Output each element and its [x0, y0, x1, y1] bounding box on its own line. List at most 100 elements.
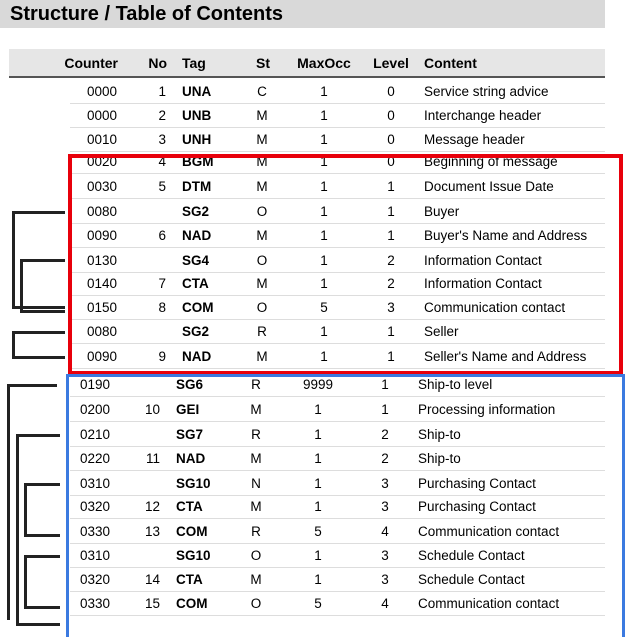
- row-separator: [70, 272, 605, 273]
- row-1-maxocc: 1: [320, 84, 328, 99]
- row-12-maxocc: 1: [320, 349, 328, 364]
- row-14-level: 1: [381, 402, 389, 417]
- row-15-maxocc: 1: [314, 427, 322, 442]
- row-2-maxocc: 1: [320, 108, 328, 123]
- page-title: Structure / Table of Contents: [10, 3, 283, 25]
- row-18-maxocc: 1: [314, 499, 322, 514]
- row-13-content: Ship-to level: [418, 377, 493, 392]
- row-4-no: 4: [158, 154, 166, 169]
- row-16-st: M: [250, 451, 262, 466]
- group-bracket-sg6-top: [7, 384, 57, 387]
- row-15-tag: SG7: [176, 427, 204, 442]
- row-9-content: Information Contact: [424, 276, 542, 291]
- row-6-maxocc: 1: [320, 204, 328, 219]
- row-12-level: 1: [387, 349, 395, 364]
- row-17-maxocc: 1: [314, 476, 322, 491]
- row-11-maxocc: 1: [320, 324, 328, 339]
- row-separator: [70, 368, 605, 369]
- row-4-maxocc: 1: [320, 154, 328, 169]
- row-10-no: 8: [158, 300, 166, 315]
- row-19-level: 4: [381, 524, 389, 539]
- row-3-maxocc: 1: [320, 132, 328, 147]
- row-12-tag: NAD: [182, 349, 212, 364]
- row-20-level: 3: [381, 548, 389, 563]
- row-14-st: M: [250, 402, 262, 417]
- row-separator: [70, 223, 605, 224]
- row-7-no: 6: [158, 228, 166, 243]
- row-21-st: M: [250, 572, 262, 587]
- row-separator: [70, 567, 605, 568]
- row-separator: [70, 396, 605, 397]
- row-18-level: 3: [381, 499, 389, 514]
- row-8-maxocc: 1: [320, 253, 328, 268]
- group-bracket-sg10-purchasing: [24, 483, 60, 537]
- group-bracket-sg4: [20, 259, 65, 313]
- row-16-no: 11: [145, 451, 160, 466]
- row-21-counter: 0320: [80, 572, 111, 587]
- row-separator: [70, 518, 605, 519]
- row-3-counter: 0010: [87, 132, 118, 147]
- row-8-level: 2: [387, 253, 395, 268]
- row-2-st: M: [256, 108, 268, 123]
- row-17-counter: 0310: [80, 476, 111, 491]
- row-13-level: 1: [381, 377, 389, 392]
- row-5-st: M: [256, 179, 268, 194]
- row-19-tag: COM: [176, 524, 208, 539]
- row-10-st: O: [256, 300, 268, 315]
- row-3-no: 3: [158, 132, 166, 147]
- row-22-content: Communication contact: [418, 596, 560, 611]
- row-21-no: 14: [144, 572, 160, 587]
- row-6-counter: 0080: [87, 204, 118, 219]
- row-19-no: 13: [144, 524, 160, 539]
- row-12-content: Seller's Name and Address: [424, 349, 587, 364]
- row-15-st: R: [251, 427, 261, 442]
- row-1-no: 1: [158, 84, 166, 99]
- row-21-content: Schedule Contact: [418, 572, 525, 587]
- row-3-content: Message header: [424, 132, 525, 147]
- group-bracket-sg2-seller: [12, 331, 65, 359]
- row-9-level: 2: [387, 276, 395, 291]
- column-header-level: Level: [373, 55, 409, 71]
- highlight-box-blue: [66, 374, 625, 637]
- row-separator: [70, 198, 605, 199]
- row-5-maxocc: 1: [320, 179, 328, 194]
- row-separator: [70, 495, 605, 496]
- row-separator: [70, 319, 605, 320]
- row-separator: [70, 295, 605, 296]
- column-header-content: Content: [424, 55, 477, 71]
- row-10-tag: COM: [182, 300, 214, 315]
- row-12-counter: 0090: [87, 349, 118, 364]
- row-2-no: 2: [158, 108, 166, 123]
- row-13-maxocc: 9999: [302, 377, 334, 392]
- row-10-level: 3: [387, 300, 395, 315]
- row-separator: [70, 127, 605, 128]
- row-16-counter: 0220: [80, 451, 111, 466]
- row-22-maxocc: 5: [314, 596, 322, 611]
- row-1-counter: 0000: [87, 84, 118, 99]
- row-10-maxocc: 5: [320, 300, 328, 315]
- row-11-counter: 0080: [87, 324, 118, 339]
- row-9-counter: 0140: [87, 276, 118, 291]
- row-15-content: Ship-to: [418, 427, 461, 442]
- row-13-tag: SG6: [176, 377, 204, 392]
- row-9-st: M: [256, 276, 268, 291]
- row-17-st: N: [251, 476, 261, 491]
- row-11-content: Seller: [424, 324, 459, 339]
- row-14-content: Processing information: [418, 402, 556, 417]
- row-5-no: 5: [158, 179, 166, 194]
- row-2-tag: UNB: [182, 108, 212, 123]
- row-16-content: Ship-to: [418, 451, 461, 466]
- row-6-level: 1: [387, 204, 395, 219]
- row-1-content: Service string advice: [424, 84, 549, 99]
- row-13-counter: 0190: [80, 377, 111, 392]
- group-bracket-sg2-buyer: [12, 211, 65, 309]
- row-18-tag: CTA: [176, 499, 203, 514]
- row-22-counter: 0330: [80, 596, 111, 611]
- row-1-level: 0: [387, 84, 395, 99]
- row-11-level: 1: [387, 324, 395, 339]
- row-13-st: R: [251, 377, 261, 392]
- group-bracket-sg10-schedule: [24, 555, 60, 609]
- title-bar: [0, 0, 605, 28]
- row-20-content: Schedule Contact: [418, 548, 525, 563]
- row-4-level: 0: [387, 154, 395, 169]
